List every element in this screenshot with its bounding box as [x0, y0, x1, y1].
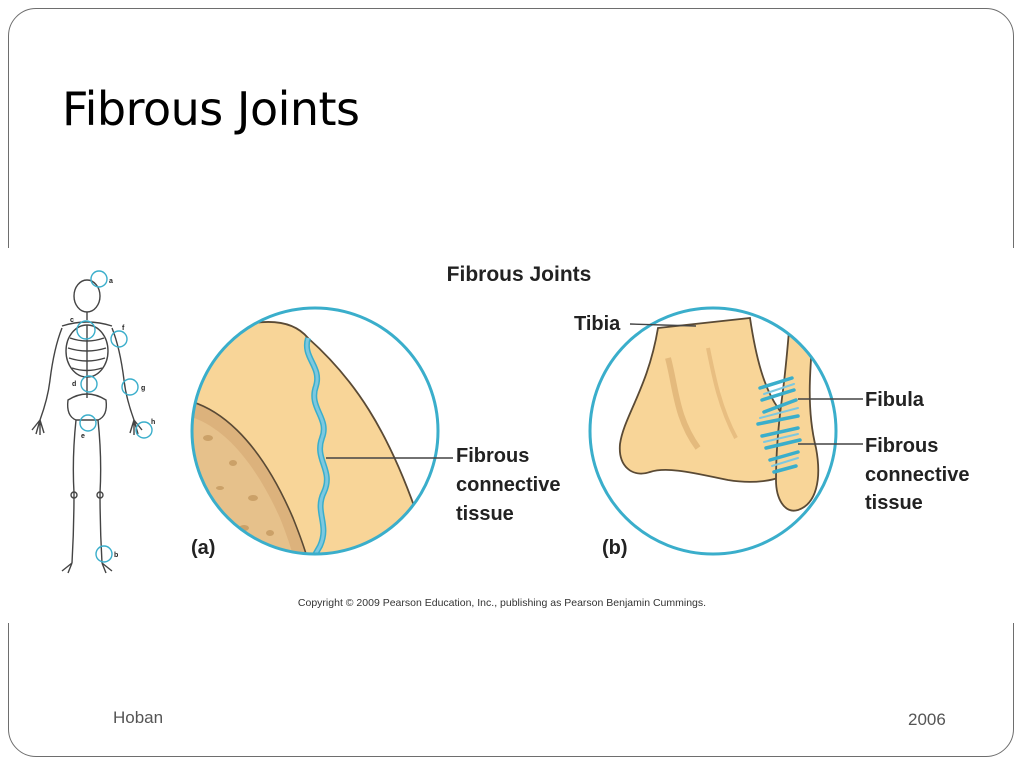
skeleton-joint-markers [76, 270, 153, 563]
panel-b-label-line: connective [865, 464, 969, 486]
copyright-text: Copyright © 2009 Pearson Education, Inc.… [298, 597, 706, 609]
skeleton-letter: b [114, 552, 118, 559]
panel-b-label-line: Fibrous [865, 435, 938, 457]
tibia-label: Tibia [574, 313, 621, 335]
figure-svg: Fibrous Joints [31, 263, 975, 609]
fibula-label: Fibula [865, 389, 925, 411]
panel-b-syndesmosis-illustration [588, 306, 863, 556]
skeleton-letter: g [141, 385, 145, 392]
footer-author: Hoban [113, 708, 164, 727]
skeleton-letter: a [109, 278, 113, 285]
footer-year: 2006 [908, 710, 946, 729]
skeleton-letter: c [70, 317, 74, 324]
svg-text:Fibrous connective: Fibrous connective tissue [456, 445, 566, 525]
panel-a-tag: (a) [191, 537, 215, 559]
skeleton-letter: d [72, 381, 76, 388]
panel-a-label-line: connective [456, 474, 560, 496]
fibrous-joints-figure: Fibrous Joints [8, 248, 1014, 623]
skeleton-illustration [31, 279, 143, 574]
skeleton-letter: f [122, 325, 125, 332]
slide-title: Fibrous Joints [62, 82, 360, 136]
figure-heading: Fibrous Joints [447, 263, 592, 286]
skeleton-letter: e [81, 433, 85, 440]
panel-b-tag: (b) [602, 537, 628, 559]
panel-a-label-line: Fibrous [456, 445, 529, 467]
panel-a-label-line: tissue [456, 503, 514, 525]
panel-a-suture-illustration [190, 306, 453, 556]
skeleton-letter: h [151, 419, 155, 426]
svg-text:Fibrous connective: Fibrous connective tissue [865, 435, 975, 514]
panel-b-label-line: tissue [865, 492, 923, 514]
